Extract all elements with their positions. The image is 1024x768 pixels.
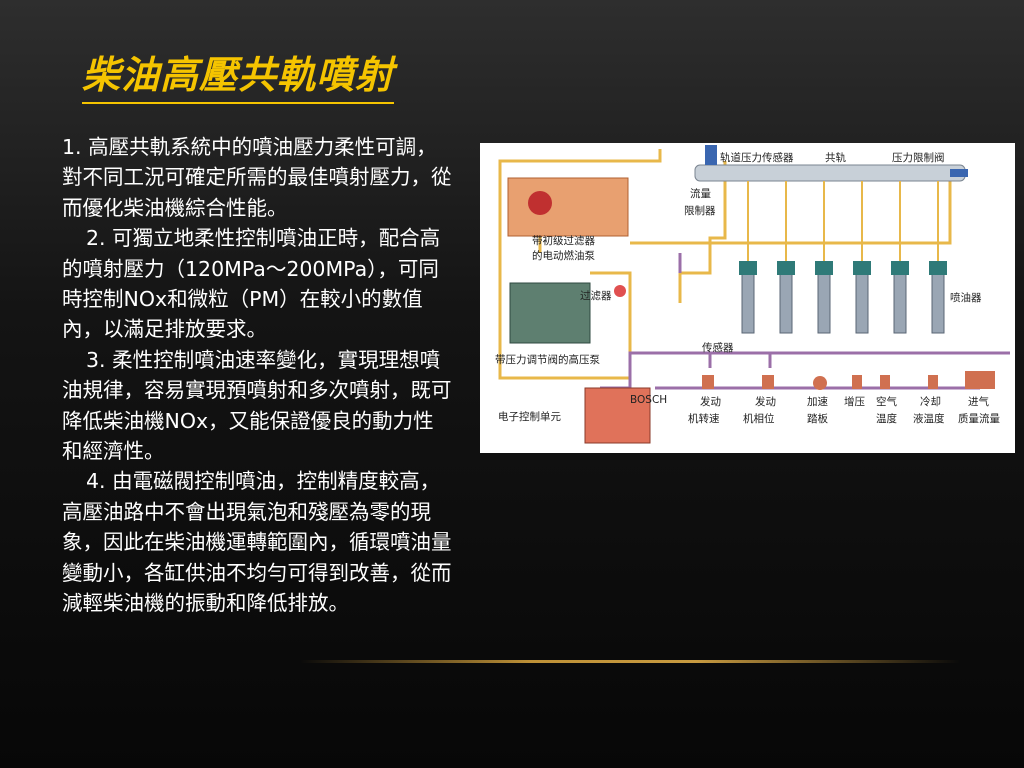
paragraph-3: 3. 柔性控制噴油速率變化，實現理想噴油規律，容易實現預噴射和多次噴射，既可降低… [62,347,452,464]
label-tank-pump-2: 的电动燃油泵 [532,249,595,262]
decorative-gold-line [300,660,960,663]
label-accel-1: 加速 [807,396,828,408]
paragraph-4: 4. 由電磁閥控制噴油，控制精度較高，高壓油路中不會出現氣泡和殘壓為零的現象，因… [62,469,452,616]
fuel-lines [498,149,952,380]
label-tank-pump-1: 带初级过滤器 [532,234,595,247]
rail-pressure-sensor [705,145,717,165]
label-boost: 增压 [844,395,865,408]
label-rail-sensor: 轨道压力传感器 [720,151,794,164]
fuel-filter [614,285,626,297]
label-injector: 喷油器 [950,291,982,304]
label-coolant-2: 液温度 [913,412,945,425]
fuel-tank [507,177,629,237]
diagram-svg: BOSCH [495,145,1010,444]
label-accel-2: 踏板 [807,412,828,425]
label-flow-limiter-2: 限制器 [684,204,716,217]
label-intake-2: 质量流量 [958,412,1000,425]
label-ecu: 电子控制单元 [498,410,561,423]
label-pressure-limiter: 压力限制阀 [892,151,945,164]
label-engine-phase-2: 机相位 [743,412,775,425]
ecu-brand-label: BOSCH [630,394,667,406]
high-pressure-pump [509,282,591,344]
label-air-temp-1: 空气 [876,395,897,408]
slide-title: 柴油高壓共軌噴射 [82,50,395,104]
label-engine-speed-2: 机转速 [688,412,720,425]
label-flow-limiter-1: 流量 [690,187,711,200]
signal-lines [600,253,1010,390]
common-rail-diagram: BOSCH [480,143,1015,453]
body-text: 1. 高壓共軌系統中的噴油壓力柔性可調，對不同工況可確定所需的最佳噴射壓力，從而… [62,132,452,619]
label-coolant-1: 冷却 [920,395,941,408]
label-sensors: 传感器 [702,341,734,354]
electric-fuel-pump [528,191,552,215]
label-hp-pump: 带压力调节阀的高压泵 [495,353,600,366]
label-intake-1: 进气 [968,395,989,408]
injector-solenoids [739,261,947,275]
pressure-limit-valve [950,169,968,177]
sensor-icons [702,371,995,390]
label-engine-speed-1: 发动 [700,395,721,408]
injector-feed-lines [747,181,939,261]
paragraph-1: 1. 高壓共軌系統中的噴油壓力柔性可調，對不同工況可確定所需的最佳噴射壓力，從而… [62,135,452,220]
common-rail-tube [694,164,966,182]
label-common-rail: 共轨 [825,151,846,164]
injectors [741,262,945,334]
label-filter: 过滤器 [580,289,612,302]
label-air-temp-2: 温度 [876,412,897,425]
label-engine-phase-1: 发动 [755,395,776,408]
ecu-box [584,387,651,444]
paragraph-2: 2. 可獨立地柔性控制噴油正時，配合高的噴射壓力（120MPa～200MPa），… [62,226,441,342]
